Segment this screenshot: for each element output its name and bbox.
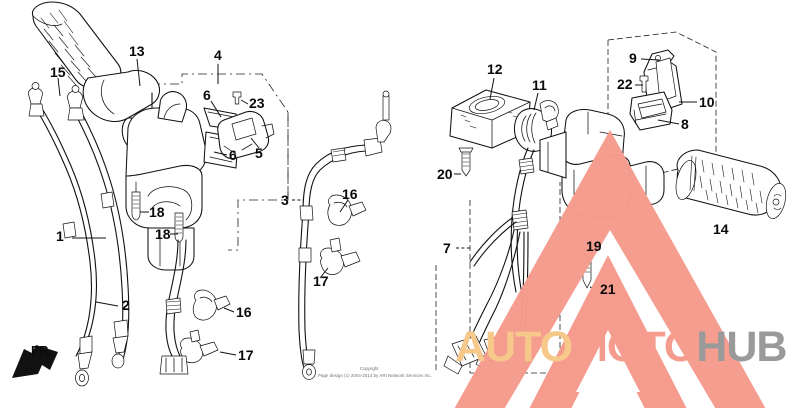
callout-number-1: 1 [56, 228, 64, 244]
callout-number-17-lower: 17 [238, 347, 254, 363]
callout-number-19: 19 [586, 238, 602, 254]
callout-number-13: 13 [129, 43, 145, 59]
callout-number-6-lower: 6 [229, 147, 237, 163]
part-7-wire-harness [443, 147, 535, 375]
callout-number-11: 11 [532, 77, 547, 93]
switch-wiring-left [159, 239, 231, 375]
callout-number-10: 10 [699, 94, 715, 110]
part-18-bolts [131, 191, 184, 243]
callout-number-17-upper: 17 [313, 273, 329, 289]
part-16-clamp-lower [192, 289, 231, 321]
part-8-holder [629, 91, 673, 131]
callout-number-2: 2 [122, 297, 130, 313]
callout-number-22: 22 [617, 76, 633, 92]
copyright-title: Copyright [360, 366, 379, 371]
callout-number-16-upper: 16 [342, 186, 358, 202]
part-3-cable [298, 90, 392, 380]
callout-number-8: 8 [681, 116, 689, 132]
part-21-screw [580, 253, 594, 289]
callout-number-4: 4 [214, 47, 222, 63]
callout-number-15: 15 [50, 64, 66, 80]
part-5-clamp [217, 111, 275, 159]
callout-leader-lines [57, 58, 697, 356]
parts-1-2-throttle-cables [28, 82, 130, 387]
callout-number-14: 14 [713, 221, 729, 237]
fr-direction-label: FR. [31, 343, 52, 358]
part-20-bolt [458, 147, 474, 177]
callout-number-9: 9 [629, 50, 637, 66]
callout-number-3: 3 [281, 192, 289, 208]
part-17-clamp-upper [320, 237, 361, 275]
part-14-grip [675, 149, 787, 219]
callout-number-21: 21 [600, 281, 616, 297]
copyright-line: Page design (c) 2004-2014 by ARI Network… [318, 373, 432, 378]
callout-number-6-upper: 6 [203, 87, 211, 103]
callout-number-18-upper: 18 [149, 204, 165, 220]
callout-number-12: 12 [487, 61, 503, 77]
callout-number-18-lower: 18 [155, 226, 171, 242]
callout-number-7: 7 [443, 240, 451, 256]
callout-number-20: 20 [437, 166, 453, 182]
callout-number-16-lower: 16 [236, 304, 252, 320]
part-22-pin [639, 75, 649, 93]
callout-number-23: 23 [249, 95, 265, 111]
callout-number-5: 5 [255, 145, 263, 161]
part-23-screw [232, 91, 242, 105]
part-4-switch-housing [125, 91, 275, 271]
fr-direction-arrow [12, 345, 58, 378]
